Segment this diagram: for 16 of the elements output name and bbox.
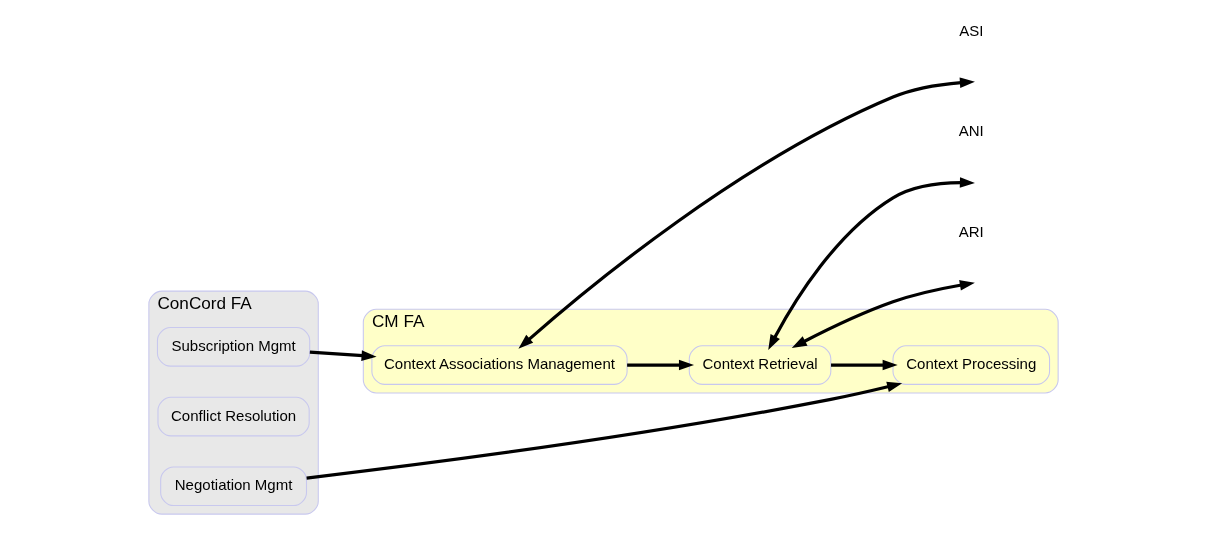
arrow: [767, 177, 975, 350]
node-box: Context Processing: [891, 345, 1050, 385]
label: ANI: [958, 122, 984, 140]
node-box: Context Retrieval: [688, 345, 831, 385]
label: ARI: [958, 223, 984, 241]
node-box: Negotiation Mgmt: [159, 466, 307, 507]
arrow: [309, 350, 377, 361]
arrow: [791, 280, 975, 348]
arrow: [305, 381, 902, 480]
label: ASI: [958, 21, 983, 39]
arrow: [517, 77, 975, 349]
node-box: Conflict Resolution: [156, 396, 310, 437]
arrow: [626, 359, 694, 371]
node-box: Subscription Mgmt: [156, 327, 310, 367]
arrow: [830, 359, 898, 371]
node-box: Context Associations Management: [370, 345, 628, 385]
